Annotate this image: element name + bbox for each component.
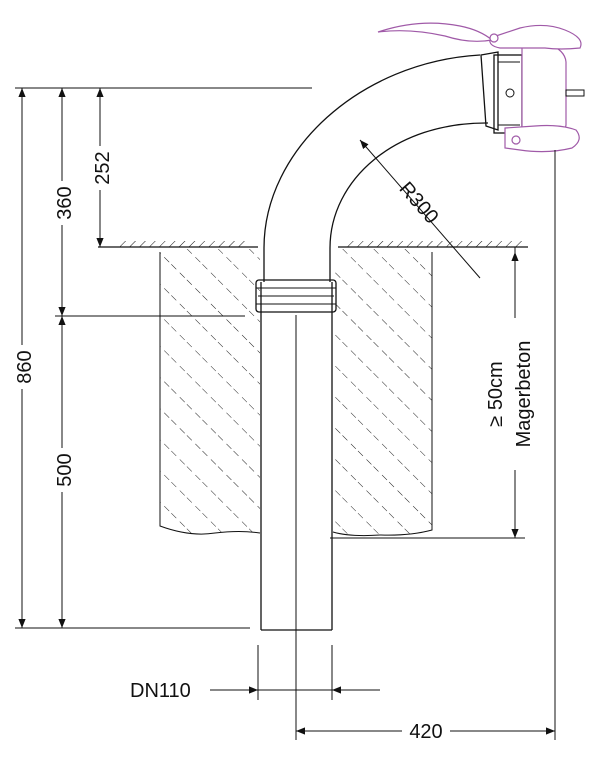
radius-leader xyxy=(359,139,481,279)
dimension-concrete-depth xyxy=(490,247,542,538)
dimension-upper-height-label: 360 xyxy=(54,186,76,219)
concrete-note-line1: ≥ 50cm xyxy=(485,361,507,426)
dimension-above-ground-label: 252 xyxy=(92,151,114,184)
dimension-upper-height xyxy=(50,88,74,316)
horizontal-offset-label: 420 xyxy=(409,721,442,743)
concrete-note-line2: Magerbeton xyxy=(513,341,535,448)
radius-label: R300 xyxy=(395,178,443,229)
dimension-lower-depth-label: 500 xyxy=(54,453,76,486)
coupling-fitting xyxy=(377,22,585,153)
pipe-diameter-label: DN110 xyxy=(130,680,191,702)
dimension-lower-depth xyxy=(50,316,74,628)
dimension-total-height xyxy=(10,88,34,628)
dimension-horizontal-offset xyxy=(296,720,555,742)
ground-surface xyxy=(98,241,528,248)
pipe xyxy=(260,54,489,740)
pipe-socket xyxy=(255,279,337,313)
dimension-above-ground xyxy=(88,88,112,247)
extension-lines xyxy=(15,87,556,740)
concrete-pit xyxy=(159,249,433,537)
dimension-total-height-label: 860 xyxy=(14,350,36,383)
